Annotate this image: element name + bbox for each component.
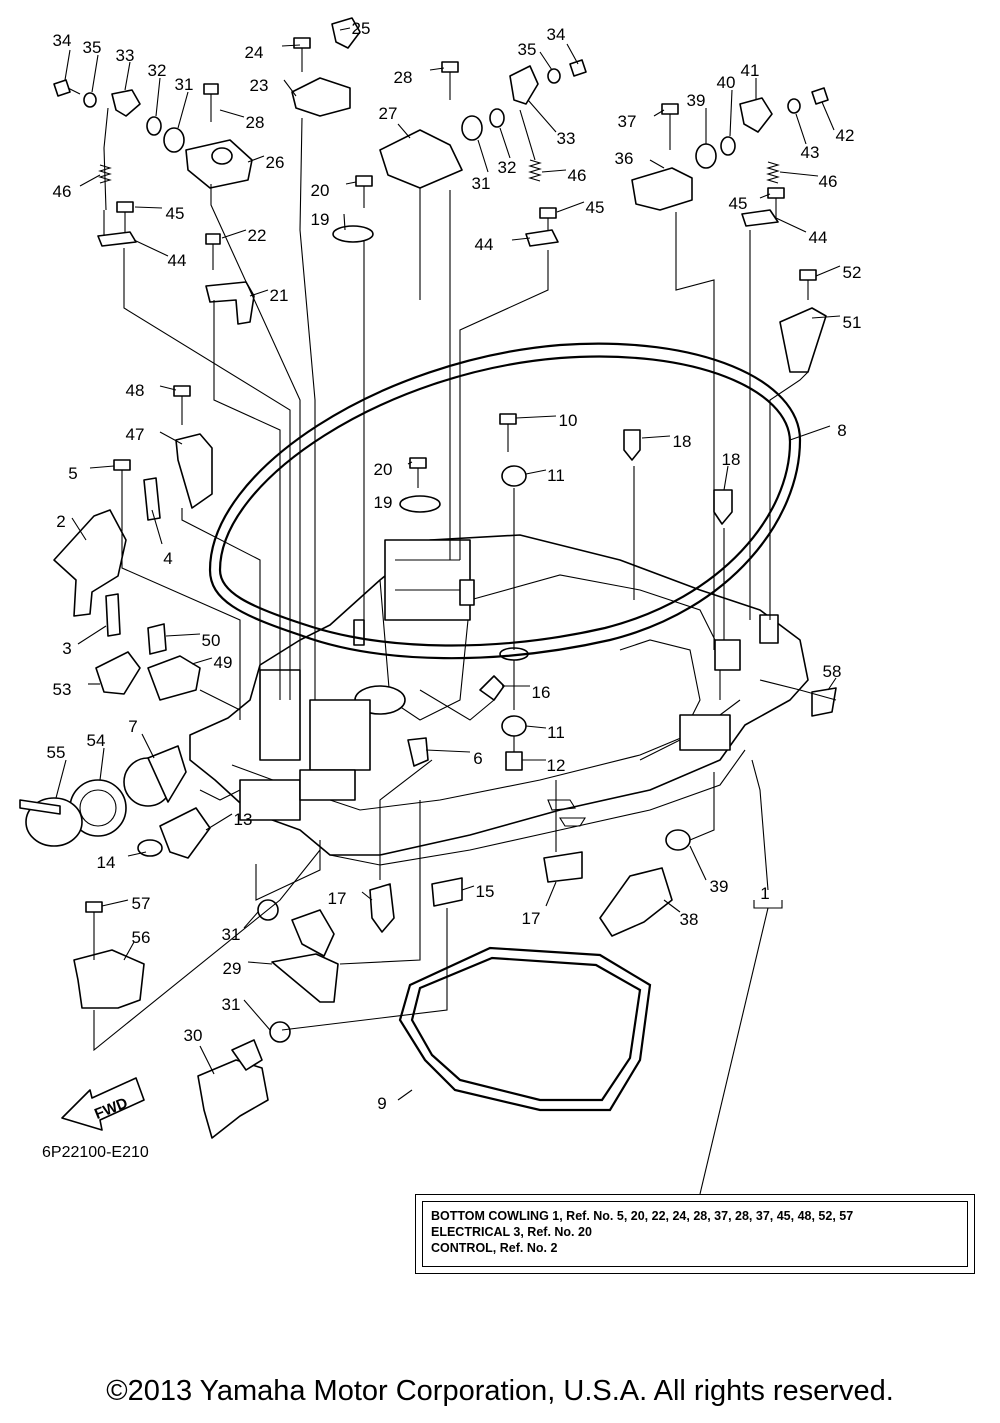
- part-label-35: 35: [83, 38, 102, 57]
- part-label-10: 10: [559, 411, 578, 430]
- part-label-8: 8: [837, 421, 846, 440]
- part-label-51: 51: [843, 313, 862, 332]
- part-label-6: 6: [473, 749, 482, 768]
- part-label-23: 23: [250, 76, 269, 95]
- part-label-32: 32: [148, 61, 167, 80]
- part-label-28: 28: [394, 68, 413, 87]
- part-label-12: 12: [547, 756, 566, 775]
- part-label-26: 26: [266, 153, 285, 172]
- part-label-2: 2: [56, 512, 65, 531]
- part-label-21: 21: [270, 286, 289, 305]
- part-label-54: 54: [87, 731, 106, 750]
- part-label-34: 34: [53, 31, 72, 50]
- part-label-9: 9: [377, 1094, 386, 1113]
- part-label-37: 37: [618, 112, 637, 131]
- part-label-45: 45: [586, 198, 605, 217]
- part-label-49: 49: [214, 653, 233, 672]
- part-label-46: 46: [53, 182, 72, 201]
- part-label-44: 44: [168, 251, 187, 270]
- part-label-24: 24: [245, 43, 264, 62]
- fwd-arrow: FWD: [61, 1077, 145, 1131]
- part-label-3: 3: [62, 639, 71, 658]
- part-label-13: 13: [234, 810, 253, 829]
- part-label-27: 27: [379, 104, 398, 123]
- part-label-45: 45: [729, 194, 748, 213]
- part-label-35: 35: [518, 40, 537, 59]
- part-label-50: 50: [202, 631, 221, 650]
- seal-8: [208, 342, 802, 660]
- part-label-58: 58: [823, 662, 842, 681]
- part-label-20: 20: [311, 181, 330, 200]
- part-label-33: 33: [557, 129, 576, 148]
- part-label-34: 34: [547, 25, 566, 44]
- part-label-57: 57: [132, 894, 151, 913]
- copyright-notice: ©2013 Yamaha Motor Corporation, U.S.A. A…: [106, 1375, 894, 1407]
- part-label-4: 4: [163, 549, 172, 568]
- part-label-19: 19: [311, 210, 330, 229]
- part-label-16: 16: [532, 683, 551, 702]
- part-label-32: 32: [498, 158, 517, 177]
- part-label-18: 18: [673, 432, 692, 451]
- bottom-cowling: [189, 534, 809, 866]
- part-label-52: 52: [843, 263, 862, 282]
- note-line-electrical: ELECTRICAL 3, Ref. No. 20: [431, 1225, 592, 1239]
- part-label-46: 46: [568, 166, 587, 185]
- part-label-39: 39: [687, 91, 706, 110]
- small-parts: [19, 17, 837, 1139]
- reference-note-box: BOTTOM COWLING 1, Ref. No. 5, 20, 22, 24…: [415, 1194, 975, 1274]
- part-label-31: 31: [222, 925, 241, 944]
- part-label-48: 48: [126, 381, 145, 400]
- part-label-5: 5: [68, 464, 77, 483]
- part-label-17: 17: [328, 889, 347, 908]
- part-label-44: 44: [809, 228, 828, 247]
- part-label-43: 43: [801, 143, 820, 162]
- part-label-25: 25: [352, 19, 371, 38]
- part-label-11: 11: [547, 466, 565, 485]
- part-label-39: 39: [710, 877, 729, 896]
- part-label-1: 1: [760, 884, 769, 903]
- part-label-38: 38: [680, 910, 699, 929]
- part-label-31: 31: [222, 995, 241, 1014]
- part-label-11: 11: [547, 723, 565, 742]
- part-label-42: 42: [836, 126, 855, 145]
- part-label-29: 29: [223, 959, 242, 978]
- reference-note-inner: BOTTOM COWLING 1, Ref. No. 5, 20, 22, 24…: [422, 1201, 968, 1267]
- note-line-bottom-cowling: BOTTOM COWLING 1, Ref. No. 5, 20, 22, 24…: [431, 1209, 854, 1223]
- part-label-18: 18: [722, 450, 741, 469]
- part-label-7: 7: [128, 717, 137, 736]
- part-label-33: 33: [116, 46, 135, 65]
- part-label-40: 40: [717, 73, 736, 92]
- diagram-code: 6P22100-E210: [42, 1144, 149, 1161]
- part-label-47: 47: [126, 425, 145, 444]
- part-label-46: 46: [819, 172, 838, 191]
- part-label-31: 31: [472, 174, 491, 193]
- part-label-41: 41: [741, 61, 760, 80]
- part-label-44: 44: [475, 235, 494, 254]
- part-label-17: 17: [522, 909, 541, 928]
- part-label-45: 45: [166, 204, 185, 223]
- part-label-19: 19: [374, 493, 393, 512]
- part-label-56: 56: [132, 928, 151, 947]
- note-line-control: CONTROL, Ref. No. 2: [431, 1241, 558, 1255]
- part-label-22: 22: [248, 226, 267, 245]
- part-label-28: 28: [246, 113, 265, 132]
- part-label-20: 20: [374, 460, 393, 479]
- part-label-55: 55: [47, 743, 66, 762]
- part-label-15: 15: [476, 882, 495, 901]
- part-label-31: 31: [175, 75, 194, 94]
- seal-9: [398, 946, 652, 1112]
- leader-lines: [55, 27, 841, 1195]
- part-label-36: 36: [615, 149, 634, 168]
- part-label-14: 14: [97, 853, 116, 872]
- part-label-30: 30: [184, 1026, 203, 1045]
- part-label-53: 53: [53, 680, 72, 699]
